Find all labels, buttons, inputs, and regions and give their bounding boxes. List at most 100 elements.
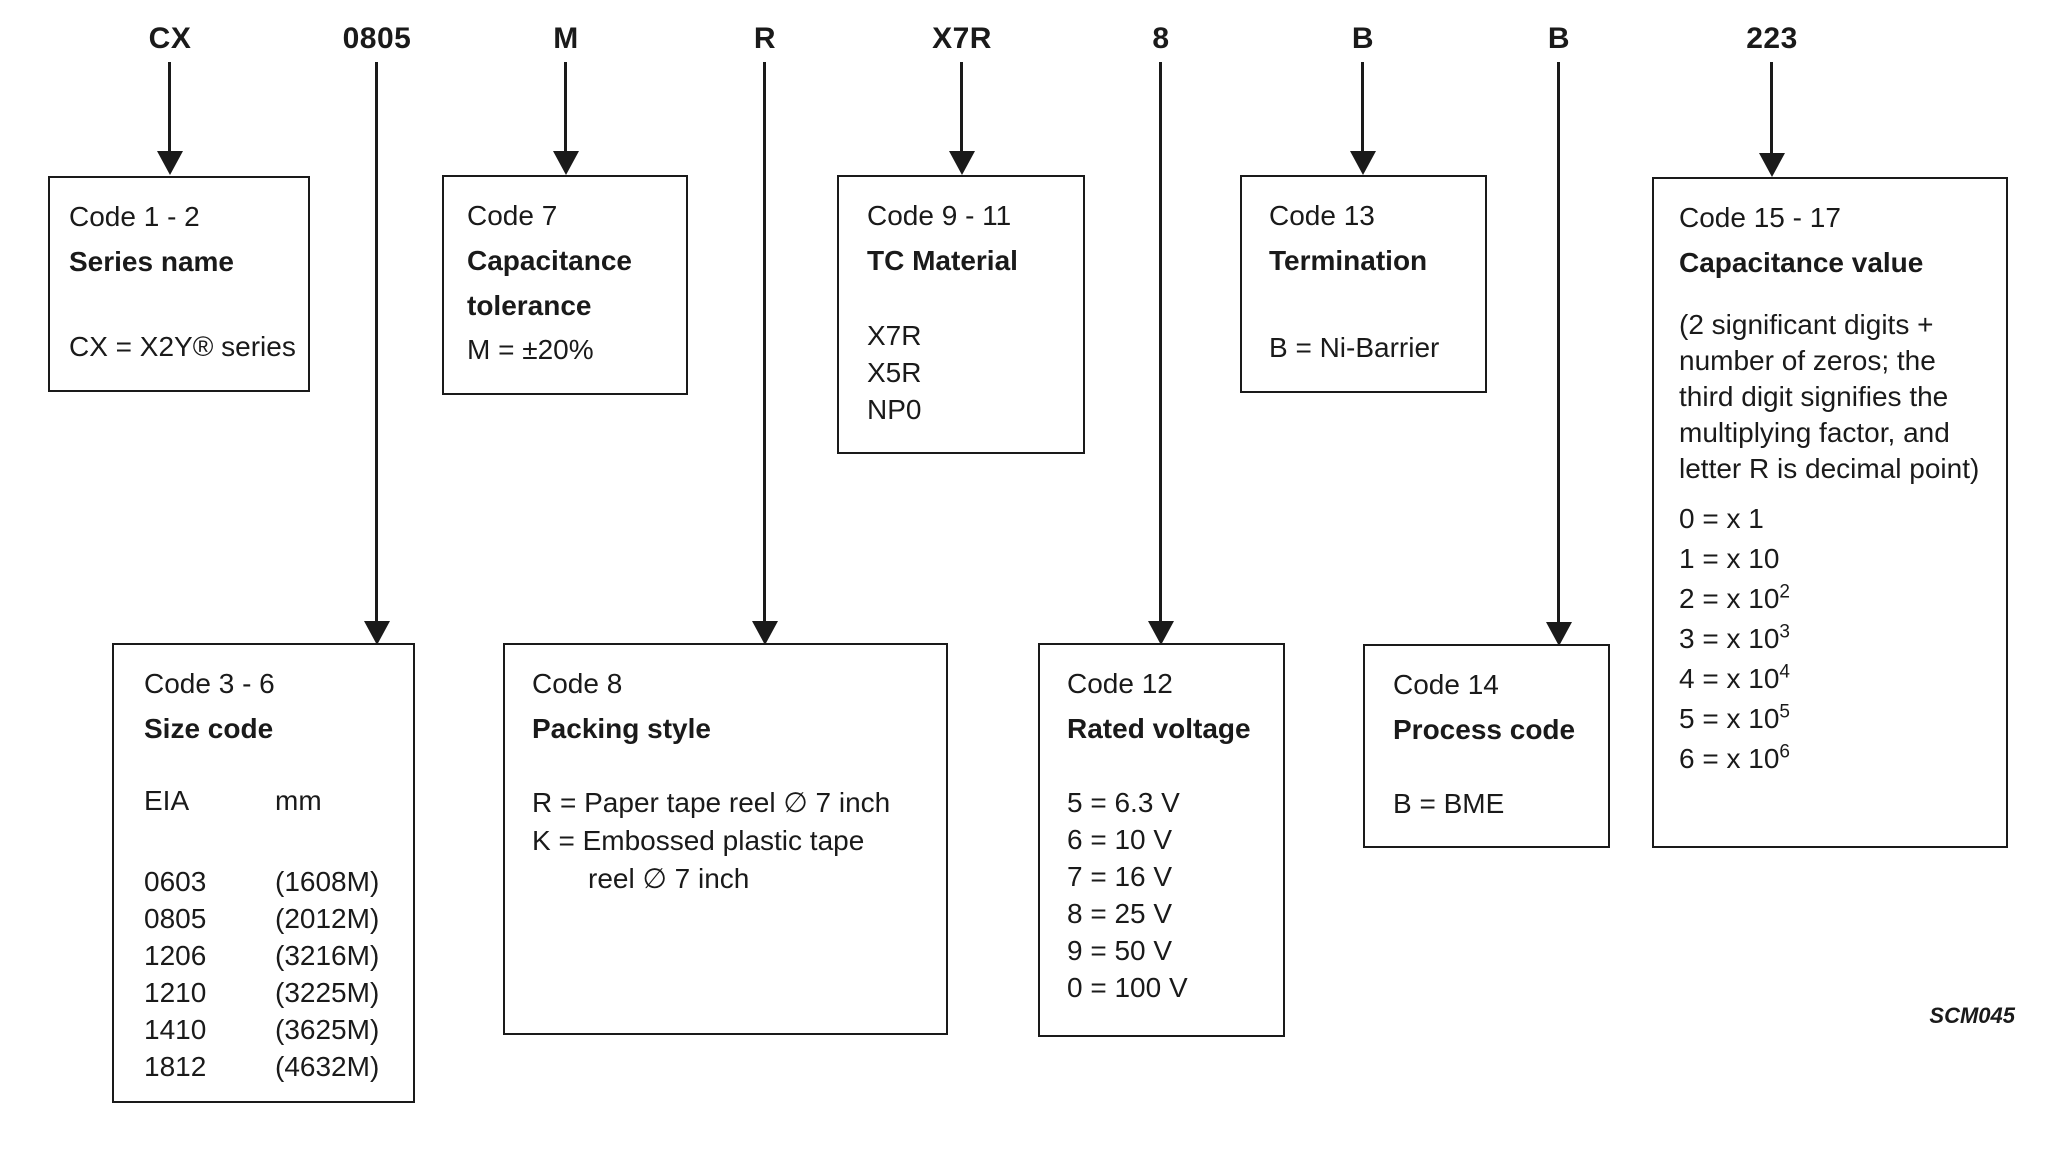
list-item: K = Embossed plastic tape [532,825,865,856]
multiplier-exponent: 4 [1779,661,1790,683]
table-cell-mm: (2012M) [275,903,380,934]
multiplier-base: 2 = x 10 [1679,583,1780,614]
down-arrow-icon [364,621,390,645]
figure-id: SCM045 [1929,1003,2015,1028]
box-title: Series name [69,246,234,277]
option-list: 5 = 6.3 V 6 = 10 V 7 = 16 V 8 = 25 V 9 =… [1067,784,1277,1006]
table-header: EIA mm [144,782,407,819]
down-arrow-icon [949,151,975,175]
list-item: X5R [867,357,922,388]
multiplier-row: 6 = x 106 [1679,739,1998,779]
box-code-range: Code 14 [1393,669,1499,700]
box-size-code: Code 3 - 6 Size code EIA mm 0603 (1608M)… [112,643,415,1103]
multiplier-exponent: 6 [1779,741,1790,763]
box-code-range: Code 3 - 6 [144,668,275,699]
box-code-range: Code 1 - 2 [69,201,200,232]
box-rated-voltage: Code 12 Rated voltage 5 = 6.3 V 6 = 10 V… [1038,643,1285,1037]
box-title: Termination [1269,245,1428,276]
table-cell-mm: (4632M) [275,1051,380,1082]
multiplier-exponent: 3 [1779,621,1790,643]
arrow-line [1557,62,1560,626]
multiplier-base: 4 = x 10 [1679,663,1780,694]
box-code-range: Code 15 - 17 [1679,202,1841,233]
option-list: R = Paper tape reel ∅ 7 inch K = Embosse… [532,784,940,898]
multiplier-base: 1 = x 10 [1679,543,1780,574]
size-table: 0603 (1608M) 0805 (2012M) 1206 (3216M) 1… [144,863,407,1085]
arrow-line [564,62,567,158]
box-value: CX = X2Y® series [69,331,296,362]
box-code-range: Code 9 - 11 [867,200,1012,231]
list-item: 7 = 16 V [1067,861,1173,892]
option-list: X7R X5R NP0 [867,317,1077,428]
part-code-segment-voltage: 8 [1152,22,1170,55]
list-item: 5 = 6.3 V [1067,787,1180,818]
multiplier-row: 0 = x 1 [1679,499,1998,539]
box-code-range: Code 13 [1269,200,1375,231]
multiplier-row: 4 = x 104 [1679,659,1998,699]
box-packing-style: Code 8 Packing style R = Paper tape reel… [503,643,948,1035]
multiplier-exponent: 5 [1779,701,1790,723]
table-cell-mm: (3216M) [275,940,380,971]
box-title: Capacitance value [1679,247,1924,278]
column-header-eia: EIA [144,785,190,816]
part-code-segment-process: B [1547,22,1571,55]
down-arrow-icon [553,151,579,175]
table-cell-eia: 0805 [144,903,207,934]
down-arrow-icon [1148,621,1174,645]
multiplier-row: 1 = x 10 [1679,539,1998,579]
box-code-range: Code 12 [1067,668,1173,699]
part-code-segment-tolerance: M [553,22,579,55]
list-item: 9 = 50 V [1067,935,1173,966]
down-arrow-icon [157,151,183,175]
table-cell-eia: 0603 [144,866,207,897]
table-cell-eia: 1410 [144,1014,207,1045]
arrow-line [1361,62,1364,158]
box-code-range: Code 8 [532,668,623,699]
table-cell-mm: (3625M) [275,1014,380,1045]
box-title: TC Material [867,245,1018,276]
arrow-line [763,62,766,625]
list-item: X7R [867,320,922,351]
table-cell-mm: (1608M) [275,866,380,897]
box-title: Size code [144,713,274,744]
table-cell-mm: (3225M) [275,977,380,1008]
box-capacitance-value: Code 15 - 17 Capacitance value (2 signif… [1652,177,2008,848]
table-cell-eia: 1206 [144,940,207,971]
multiplier-base: 6 = x 10 [1679,743,1780,774]
part-code-segment-size: 0805 [342,22,412,55]
box-series-name: Code 1 - 2 Series name CX = X2Y® series [48,176,310,392]
down-arrow-icon [1759,153,1785,177]
list-item: 8 = 25 V [1067,898,1173,929]
list-item: NP0 [867,394,922,425]
table-cell-eia: 1812 [144,1051,207,1082]
column-header-mm: mm [275,785,322,816]
arrow-line [960,62,963,158]
multiplier-row: 5 = x 105 [1679,699,1998,739]
box-code-range: Code 7 [467,200,558,231]
box-title: Packing style [532,713,711,744]
part-code-segment-cap-value: 223 [1746,22,1798,55]
note-text: (2 significant digits + number of zeros;… [1679,309,1980,484]
box-termination: Code 13 Termination B = Ni-Barrier [1240,175,1487,393]
arrow-line [1770,62,1773,160]
list-item: 0 = 100 V [1067,972,1188,1003]
part-code-segment-tc-material: X7R [932,22,992,55]
multiplier-base: 5 = x 10 [1679,703,1780,734]
table-cell-eia: 1210 [144,977,207,1008]
box-tc-material: Code 9 - 11 TC Material X7R X5R NP0 [837,175,1085,454]
list-item: 6 = 10 V [1067,824,1173,855]
multiplier-list: 0 = x 1 1 = x 10 2 = x 102 3 = x 103 4 =… [1679,499,1998,779]
box-process-code: Code 14 Process code B = BME [1363,644,1610,848]
list-item: R = Paper tape reel ∅ 7 inch [532,787,891,818]
part-code-segment-series: CX [148,22,192,55]
part-code-segment-packing: R [753,22,777,55]
box-title: Capacitance tolerance [467,245,632,321]
arrow-line [375,62,378,625]
box-value: B = BME [1393,788,1505,819]
box-capacitance-tolerance: Code 7 Capacitance tolerance M = ±20% [442,175,688,395]
multiplier-row: 3 = x 103 [1679,619,1998,659]
list-item: reel ∅ 7 inch [588,863,750,894]
box-title: Process code [1393,714,1576,745]
down-arrow-icon [752,621,778,645]
